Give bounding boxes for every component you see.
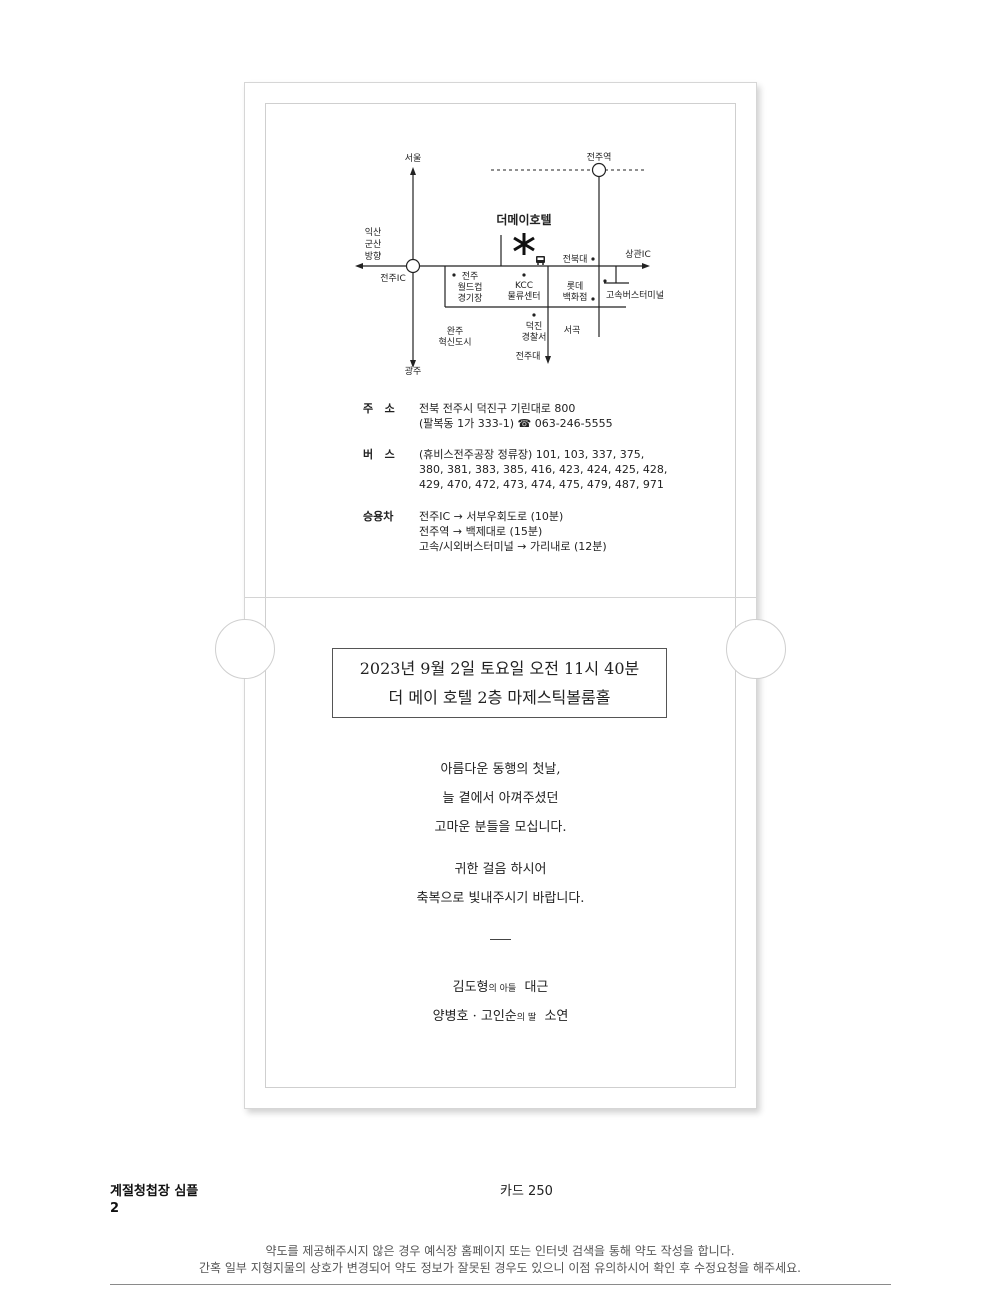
arrow-down — [410, 360, 416, 368]
bus-label: 버 스 — [363, 448, 395, 461]
family-names: 김도형의 아들 대근 양병호 · 고인순의 딸 소연 — [245, 973, 756, 1031]
bride-name: 소연 — [544, 1009, 569, 1024]
verse-line1: 아름다운 동행의 첫날, — [440, 762, 561, 777]
invitation-verse-2: 귀한 걸음 하시어 축복으로 빛내주시기 바랍니다. — [245, 855, 756, 913]
label-lotte-2: 백화점 — [563, 291, 588, 303]
label-hotel: 더메이호텔 — [496, 212, 551, 227]
verse-line3: 고마운 분들을 모십니다. — [434, 820, 567, 835]
label-worldcup-2: 월드컵 — [458, 281, 483, 293]
label-worldcup-1: 전주 — [462, 271, 479, 282]
ic-circle — [405, 258, 421, 274]
product-name: 계절청첩장 심플 — [110, 1184, 199, 1199]
arrow-right — [642, 263, 650, 269]
car-line1: 전주IC → 서부우회도로 (10분) — [419, 510, 564, 523]
left-notch — [215, 619, 275, 679]
label-wanju-1: 완주 — [447, 326, 464, 337]
groom-relation: 의 아들 — [488, 984, 517, 994]
label-iksan-2: 군산 — [365, 239, 382, 250]
label-jeonju-station: 전주역 — [587, 152, 612, 163]
label-gwangju: 광주 — [405, 365, 422, 377]
bride-relation: 의 딸 — [516, 1013, 537, 1023]
groom-line: 김도형의 아들 대근 — [245, 973, 756, 1002]
label-worldcup-3: 경기장 — [458, 292, 483, 304]
arrow-up — [410, 167, 416, 175]
bus-icon — [536, 256, 545, 265]
card-code: 카드 250 — [500, 1184, 553, 1199]
event-datetime: 2023년 9월 2일 토요일 오전 11시 40분 — [359, 659, 640, 678]
label-seogok: 서곡 — [564, 325, 581, 336]
bus-line1: (휴비스전주공장 정류장) 101, 103, 337, 375, — [419, 448, 645, 461]
arrow-left — [355, 263, 363, 269]
arrow-down-jeonjudae — [545, 356, 551, 364]
label-police-1: 덕진 — [526, 321, 543, 332]
label-iksan-1: 익산 — [365, 226, 382, 238]
fold-line — [245, 597, 756, 598]
label-kcc-2: 물류센터 — [507, 291, 540, 302]
page-number: 2 — [110, 1201, 120, 1216]
notice-line2: 간혹 일부 지형지물의 상호가 변경되어 약도 정보가 잘못된 경우도 있으니 … — [199, 1261, 801, 1275]
verse-line5: 축복으로 빛내주시기 바랍니다. — [416, 891, 585, 906]
car-label: 승용차 — [363, 510, 394, 523]
label-iksan-3: 방향 — [365, 250, 382, 262]
groom-parent: 김도형 — [452, 980, 489, 995]
bottom-rule — [110, 1284, 891, 1285]
right-notch — [726, 619, 786, 679]
label-kcc-1: KCC — [515, 281, 533, 291]
label-express-bus: 고속버스터미널 — [606, 290, 664, 301]
verse-line4: 귀한 걸음 하시어 — [454, 862, 547, 877]
bride-parents: 양병호 · 고인순 — [432, 1009, 517, 1024]
label-lotte-1: 롯데 — [567, 281, 584, 292]
label-jeonbuk-univ: 전북대 — [563, 254, 588, 265]
invitation-verse-1: 아름다운 동행의 첫날, 늘 곁에서 아껴주셨던 고마운 분들을 모십니다. — [245, 755, 756, 842]
notice-line1: 약도를 제공해주시지 않은 경우 예식장 홈페이지 또는 인터넷 검색을 통해 … — [265, 1244, 735, 1258]
car-line3: 고속/시외버스터미널 → 가리내로 (12분) — [419, 540, 607, 553]
address-block: 주 소 전북 전주시 덕진구 기린대로 800 (팔복동 1가 333-1) ☎… — [363, 401, 693, 433]
car-block: 승용차 전주IC → 서부우회도로 (10분) 전주역 → 백제대로 (15분)… — [363, 509, 693, 557]
bus-line3: 429, 470, 472, 473, 474, 475, 479, 487, … — [419, 478, 664, 491]
bus-block: 버 스 (휴비스전주공장 정류장) 101, 103, 337, 375, 38… — [363, 447, 693, 495]
event-box: 2023년 9월 2일 토요일 오전 11시 40분 더 메이 호텔 2층 마제… — [332, 648, 667, 718]
bride-line: 양병호 · 고인순의 딸 소연 — [245, 1002, 756, 1031]
event-venue: 더 메이 호텔 2층 마제스틱볼룸홀 — [388, 688, 611, 707]
label-jeonju-univ: 전주대 — [516, 351, 541, 362]
address-line1: 전북 전주시 덕진구 기린대로 800 — [419, 402, 576, 415]
label-wanju-2: 혁신도시 — [438, 337, 471, 348]
invitation-card: 서울 전주역 더메이호텔 익산 군산 방향 전주IC 전북대 상관IC 전주 월… — [215, 82, 786, 1109]
label-sanggwan-ic: 상관IC — [625, 249, 651, 260]
verse-line2: 늘 곁에서 아껴주셨던 — [442, 791, 559, 806]
label-seoul: 서울 — [405, 153, 422, 164]
label-police-2: 경찰서 — [522, 331, 547, 343]
car-line2: 전주역 → 백제대로 (15분) — [419, 525, 543, 538]
address-label: 주 소 — [363, 402, 395, 415]
hotel-marker-icon — [513, 233, 535, 255]
bus-line2: 380, 381, 383, 385, 416, 423, 424, 425, … — [419, 463, 668, 476]
address-line2: (팔복동 1가 333-1) ☎ 063-246-5555 — [419, 417, 613, 430]
label-jeonju-ic: 전주IC — [380, 273, 406, 284]
card-inner-border — [265, 103, 736, 1088]
divider-dash — [490, 939, 511, 940]
groom-name: 대근 — [524, 980, 549, 995]
station-circle — [591, 162, 607, 178]
location-map: 서울 전주역 더메이호텔 익산 군산 방향 전주IC 전북대 상관IC 전주 월… — [355, 152, 664, 377]
